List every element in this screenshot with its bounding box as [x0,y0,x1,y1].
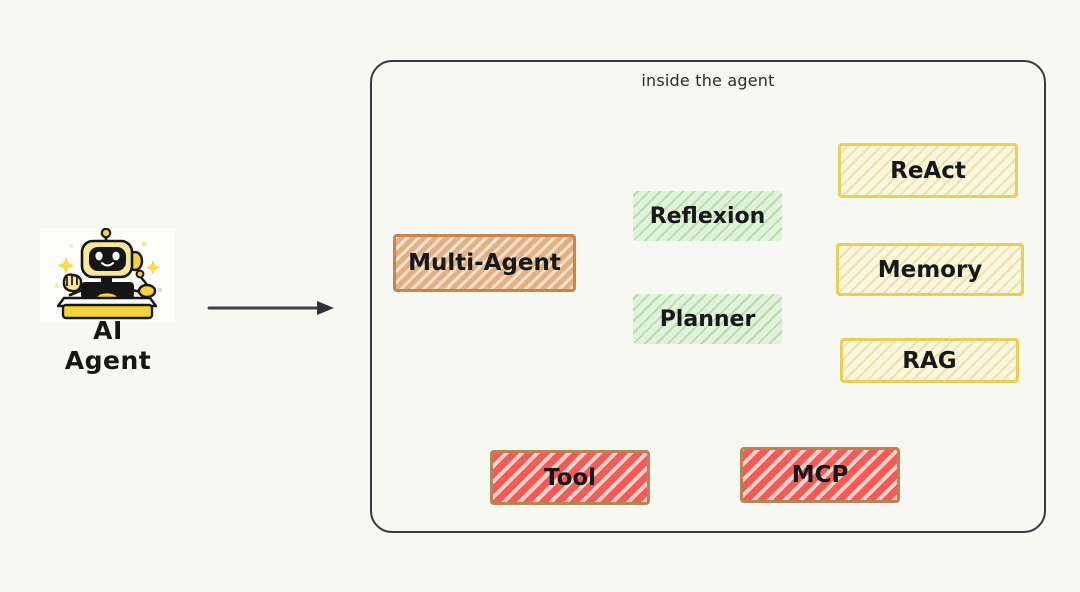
ai-agent-label: AI Agent [28,316,188,376]
node-mcp[interactable]: MCP [740,447,900,503]
node-label-planner: Planner [659,306,756,332]
node-label-react: ReAct [890,157,966,184]
node-planner[interactable]: Planner [633,294,782,344]
ai-agent-card [40,228,175,322]
node-multi-agent[interactable]: Multi-Agent [393,234,576,292]
node-rag[interactable]: RAG [840,338,1019,383]
flow-arrow-right [205,294,340,322]
node-label-reflexion: Reflexion [649,203,766,229]
ai-agent-label-line2: Agent [64,346,152,375]
ai-agent-robot-chef-icon [40,228,175,322]
inside-the-agent-container: inside the agent [370,60,1046,533]
node-reflexion[interactable]: Reflexion [633,191,782,241]
node-label-tool: Tool [543,464,597,491]
node-label-multi-agent: Multi-Agent [408,250,561,276]
node-label-rag: RAG [902,347,957,374]
node-tool[interactable]: Tool [490,450,650,505]
node-react[interactable]: ReAct [838,143,1018,198]
container-title: inside the agent [641,71,775,90]
node-memory[interactable]: Memory [836,243,1024,296]
ai-agent-label-line1: AI [93,316,123,345]
node-label-mcp: MCP [791,462,849,488]
node-label-memory: Memory [877,256,983,283]
flow-arrow-right-icon [207,301,334,315]
